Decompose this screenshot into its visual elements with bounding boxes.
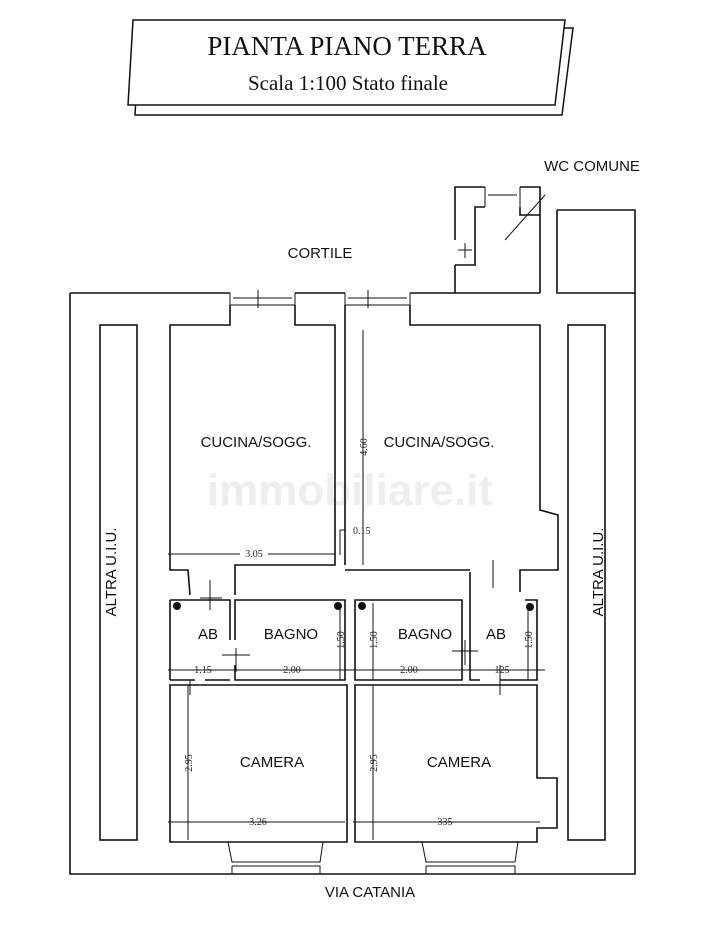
dim-bagno-left-h: 1.50 — [336, 631, 347, 649]
title-main: PIANTA PIANO TERRA — [207, 31, 487, 61]
dim-bagno-right-h: 1.50 — [369, 631, 380, 649]
label-bagno-left: BAGNO — [264, 626, 318, 643]
label-camera-left: CAMERA — [240, 754, 304, 771]
dim-camera-left-h: 2.95 — [184, 754, 195, 772]
dim-wall: 0.15 — [353, 526, 371, 537]
label-bagno-right: BAGNO — [398, 626, 452, 643]
dim-ab-right-h: 1.50 — [524, 631, 535, 649]
dim-camera-right-h: 2.95 — [369, 754, 380, 772]
dim-label-mask — [240, 548, 268, 560]
label-ab-right: AB — [486, 626, 506, 643]
label-camera-right: CAMERA — [427, 754, 491, 771]
label-altra-right: ALTRA U.I.U. — [590, 528, 607, 617]
label-cucina-right: CUCINA/SOGG. — [384, 434, 495, 451]
dimension-labels: 3.05 4.60 0.15 1.15 2.00 1.50 1.50 2.00 … — [184, 438, 535, 828]
label-street: VIA CATANIA — [325, 884, 415, 901]
dim-cucina-right-h: 4.60 — [359, 438, 370, 456]
dim-ab-left-w: 1.15 — [194, 665, 212, 676]
title-frame — [127, 19, 566, 106]
title-block: PIANTA PIANO TERRA Scala 1:100 Stato fin… — [127, 19, 574, 116]
dim-camera-left-w: 3.26 — [249, 817, 267, 828]
room-labels: WC COMUNE CORTILE VIA CATANIA ALTRA U.I.… — [103, 158, 640, 901]
title-sub: Scala 1:100 Stato finale — [248, 71, 448, 95]
dim-ab-right-w: 125 — [495, 665, 510, 676]
label-cortile: CORTILE — [288, 245, 353, 262]
watermark: immobiliare.it — [207, 466, 493, 515]
dim-cucina-left-w: 3.05 — [245, 549, 263, 560]
dim-bagno-left-w: 2.00 — [283, 665, 301, 676]
label-cucina-left: CUCINA/SOGG. — [201, 434, 312, 451]
label-wc: WC COMUNE — [544, 158, 640, 175]
dim-camera-right-w: 335 — [438, 817, 453, 828]
label-ab-left: AB — [198, 626, 218, 643]
walls — [69, 186, 636, 875]
dim-bagno-right-w: 2.00 — [400, 665, 418, 676]
label-altra-left: ALTRA U.I.U. — [103, 528, 120, 617]
